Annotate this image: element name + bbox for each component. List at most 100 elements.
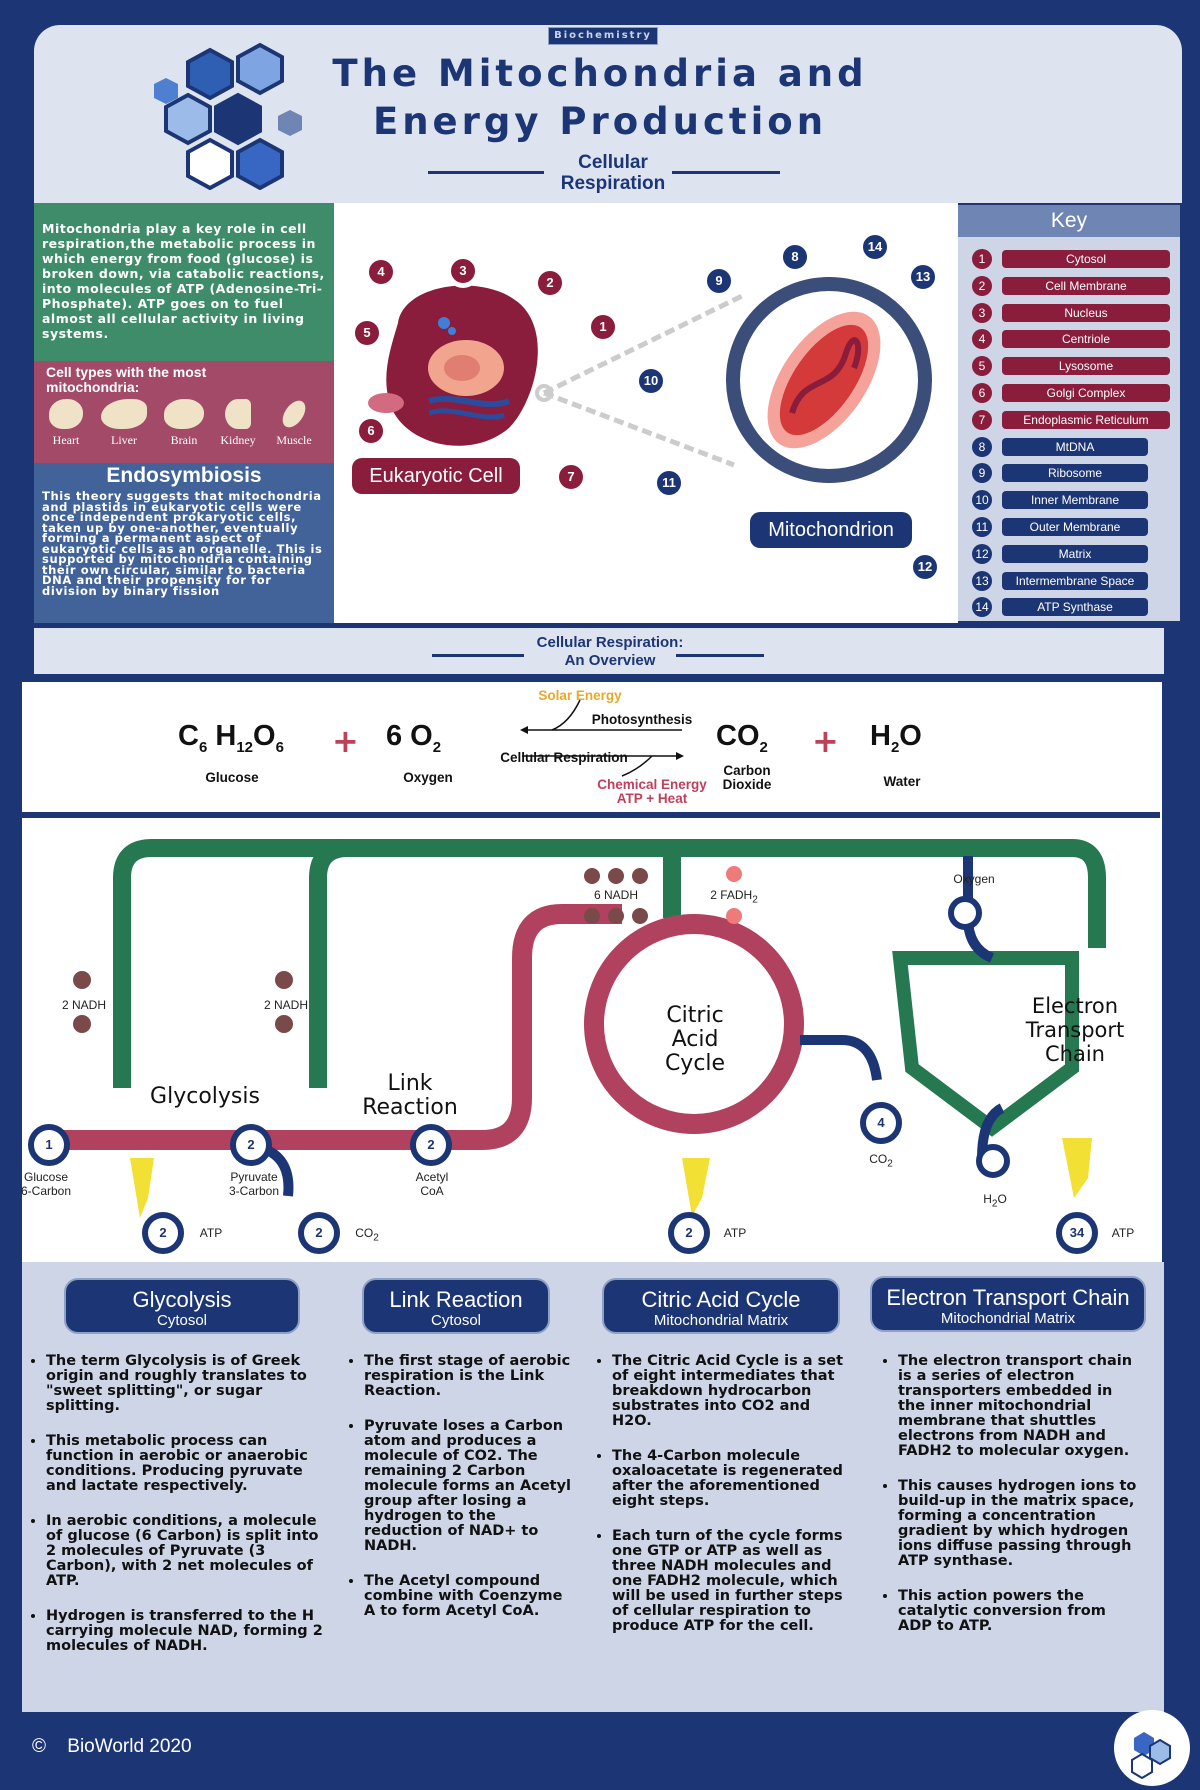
organ-label: Liver — [111, 433, 137, 447]
key-label: Ribosome — [1002, 464, 1148, 483]
muscle-organ: Muscle — [266, 396, 322, 448]
plus-sign: + — [332, 722, 359, 760]
overview-line1: Cellular Respiration: — [536, 634, 684, 651]
mito-callout-10: 10 — [634, 364, 668, 398]
subtitle: Cellular Respiration — [540, 152, 686, 194]
bullet-item: The term Glycolysis is of Greek origin a… — [46, 1354, 332, 1414]
co2-sub: 2 — [373, 1232, 379, 1244]
pill-title: Link Reaction — [389, 1287, 523, 1312]
key-label: Nucleus — [1002, 303, 1170, 322]
key-number: 9 — [972, 463, 992, 484]
page-title-line2: Energy Production — [372, 100, 828, 143]
key-number: 3 — [972, 302, 992, 323]
key-label: Outer Membrane — [1002, 518, 1148, 536]
glucose-label: Glucose — [205, 770, 259, 785]
key-label: Inner Membrane — [1002, 491, 1148, 510]
nadh-label-glycolysis: 2 NADH — [61, 998, 106, 1012]
eukaryotic-cell-label: Eukaryotic Cell — [352, 458, 520, 494]
key-label: Centriole — [1002, 330, 1170, 349]
water-label: Water — [883, 774, 921, 789]
bullet-item: In aerobic conditions, a molecule of glu… — [46, 1514, 332, 1589]
oxygen-label: Oxygen — [403, 770, 453, 785]
key-label: MtDNA — [1002, 437, 1148, 456]
key-number: 6 — [972, 383, 992, 403]
h2o-text: O — [997, 1192, 1007, 1206]
pyruvate-node: 2 — [230, 1124, 272, 1166]
link-co2-node: 2 — [298, 1212, 340, 1254]
key-number: 8 — [972, 436, 992, 457]
bullet-item: The 4-Carbon molecule oxaloacetate is re… — [612, 1449, 848, 1509]
link-co2-label: CO2 — [352, 1226, 382, 1243]
reaction-arrows-icon — [520, 699, 684, 777]
formula-sub: 6 — [275, 738, 284, 756]
formula-part: C — [178, 720, 199, 752]
water-output-label: H2O — [980, 1192, 1010, 1209]
overview-rule-right — [676, 654, 764, 657]
key-number: 11 — [972, 517, 992, 537]
intro-text: Mitochondria play a key role in cell res… — [42, 221, 325, 341]
co2-formula: CO2 — [716, 720, 768, 756]
subtitle-line1: Cellular — [578, 152, 648, 173]
h2o-text: H — [983, 1192, 992, 1206]
plus-sign: + — [812, 722, 839, 760]
node-label-line: Pyruvate — [230, 1170, 278, 1184]
overview-heading: Cellular Respiration: An Overview — [490, 634, 730, 670]
cell-callout-4: 4 — [364, 255, 398, 289]
citric-co2-label: CO2 — [866, 1152, 896, 1169]
key-label: Lysosome — [1002, 357, 1170, 376]
pill-title: Citric Acid Cycle — [641, 1287, 801, 1312]
chemical-energy-label: Chemical Energy ATP + Heat — [582, 778, 722, 806]
stage-line: Electron — [1031, 994, 1119, 1018]
liver-icon — [101, 399, 147, 429]
bullet-item: This causes hydrogen ions to build-up in… — [898, 1479, 1140, 1569]
heart-icon — [49, 399, 83, 429]
formula-sub: 2 — [759, 738, 768, 756]
pathway-arrows-icon — [42, 839, 1106, 1218]
kidney-icon — [225, 399, 251, 429]
key-number: 2 — [972, 275, 992, 296]
key-number: 1 — [972, 249, 992, 269]
organ-label: Kidney — [220, 433, 256, 447]
overview-bar — [34, 628, 1164, 674]
water-formula: H2O — [870, 720, 922, 756]
brain-organ: Brain — [156, 399, 212, 448]
key-number: 14 — [972, 597, 992, 618]
co2-label-line: Dioxide — [722, 777, 772, 792]
key-label: Endoplasmic Reticulum — [1002, 410, 1170, 429]
oxygen-input-node — [948, 896, 982, 930]
cell-types-heading: Cell types with the most mitochondria: — [46, 364, 207, 395]
key-number: 5 — [972, 356, 992, 377]
citric-co2-node: 4 — [860, 1102, 902, 1144]
key-title: Key — [958, 205, 1180, 237]
node-label-line: Glucose — [23, 1170, 69, 1184]
h2o-sub: 2 — [991, 1198, 998, 1210]
pill-location: Mitochondrial Matrix — [653, 1312, 789, 1329]
heart-organ: Heart — [38, 399, 94, 448]
pill-location: Mitochondrial Matrix — [940, 1310, 1076, 1327]
stage-line: Citric — [666, 1003, 724, 1028]
stage-line: Link — [387, 1071, 433, 1096]
water-output-node — [976, 1144, 1010, 1178]
node-label-line: Acetyl — [415, 1170, 449, 1184]
footer-logo[interactable] — [1114, 1710, 1190, 1786]
etc-atp-node: 34 — [1056, 1212, 1098, 1254]
bullet-item: This action powers the catalytic convers… — [898, 1589, 1140, 1634]
stage-line: Chain — [1045, 1042, 1105, 1066]
stages-detail-panel — [22, 1262, 1164, 1712]
glycolysis-notes: The term Glycolysis is of Greek origin a… — [28, 1354, 332, 1674]
key-number: 12 — [972, 543, 992, 564]
bullet-item: This metabolic process can function in a… — [46, 1434, 332, 1494]
stage-line: Reaction — [362, 1095, 458, 1120]
mitochondrion-label: Mitochondrion — [750, 512, 912, 548]
oxygen-formula: 6 O2 — [386, 720, 441, 756]
nadh-label-citric: 6 NADH — [593, 888, 638, 902]
overview-rule-left — [432, 654, 524, 657]
key-number: 7 — [972, 409, 992, 430]
co2-label: Carbon Dioxide — [712, 764, 782, 792]
subtitle-rule-right — [672, 171, 780, 174]
oxygen-input-label: Oxygen — [953, 872, 995, 886]
key-label: Golgi Complex — [1002, 384, 1170, 402]
